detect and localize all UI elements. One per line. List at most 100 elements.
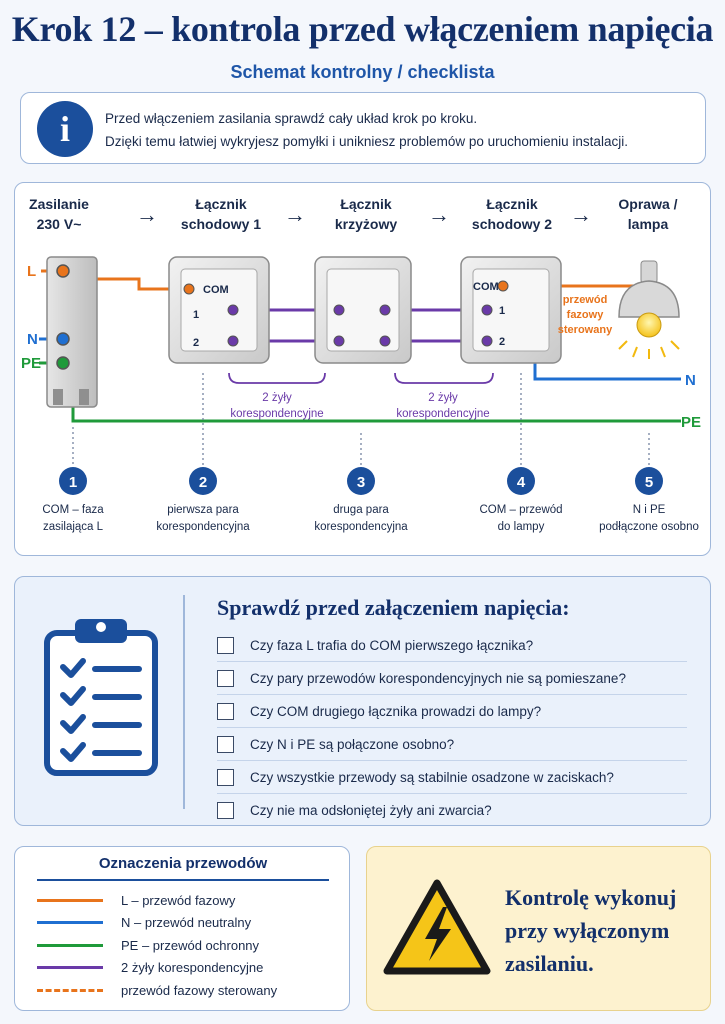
legend-item: 2 żyły korespondencyjne: [37, 957, 277, 980]
label-pair1-2: korespondencyjne: [230, 408, 323, 420]
legend-label: L – przewód fazowy: [121, 892, 236, 908]
switch1-terminal-2: [227, 335, 239, 347]
legend-swatch-earth: [37, 943, 103, 947]
info-text: Przed włączeniem zasilania sprawdź cały …: [105, 107, 628, 153]
step-3-line-1: druga para: [333, 504, 389, 516]
cross-terminal-out-2: [379, 335, 391, 347]
legend-swatch-neutral: [37, 921, 103, 925]
step-2: 2 pierwsza para korespondencyjna: [156, 467, 250, 533]
label-pe-out: PE: [681, 414, 701, 431]
header-lamp-1: Oprawa /: [618, 196, 677, 212]
bracket-pair-1: [228, 372, 326, 384]
checklist-item: Czy faza L trafia do COM pierwszego łącz…: [217, 629, 687, 662]
label-pe: PE: [21, 355, 41, 372]
bracket-pair-2: [394, 372, 494, 384]
legend-label: 2 żyły korespondencyjne: [121, 960, 264, 976]
legend-swatch-controlled: [37, 988, 103, 992]
warning-panel: Kontrolę wykonuj przy wyłączonym zasilan…: [366, 846, 711, 1011]
cross-terminal-out-1: [379, 304, 391, 316]
header-supply-2: 230 V~: [37, 216, 82, 232]
label-n: N: [27, 331, 38, 348]
switch1-label-com: COM: [203, 284, 229, 296]
header-cross-2: krzyżowy: [335, 216, 397, 232]
checklist-item-text: Czy faza L trafia do COM pierwszego łącz…: [250, 637, 534, 653]
header-arrow-4: →: [570, 202, 592, 227]
label-controlled-2: fazowy: [567, 309, 605, 321]
step-1-line-2: zasilająca L: [43, 521, 104, 533]
switch1-label-1: 1: [193, 309, 199, 321]
legend-item: PE – przewód ochronny: [37, 934, 277, 957]
step-3: 3 druga para korespondencyjna: [314, 467, 408, 533]
cross-terminal-in-2: [333, 335, 345, 347]
step-5-line-1: N i PE: [633, 504, 666, 516]
header-supply-1: Zasilanie: [29, 196, 89, 212]
label-controlled-1: przewód: [563, 294, 608, 306]
checklist-item-text: Czy nie ma odsłoniętej żyły ani zwarcia?: [250, 803, 492, 818]
warning-line-1: Kontrolę wykonuj: [505, 885, 677, 910]
checklist-item: Czy COM drugiego łącznika prowadzi do la…: [217, 695, 687, 728]
step-5: 5 N i PE podłączone osobno: [599, 467, 699, 533]
header-switch1-2: schodowy 1: [181, 216, 261, 232]
clipboard-icon: [44, 619, 158, 776]
legend-item: N – przewód neutralny: [37, 912, 277, 935]
checklist-checkbox[interactable]: [217, 802, 234, 819]
info-panel: i Przed włączeniem zasilania sprawdź cał…: [20, 92, 706, 164]
checklist-item-text: Czy N i PE są połączone osobno?: [250, 736, 455, 752]
label-pair2-2: korespondencyjne: [396, 408, 489, 420]
switch2-terminal-com: [497, 280, 509, 292]
switch2-label-com: COM: [473, 281, 499, 293]
staircase-switch-2: [460, 256, 562, 364]
header-switch2-1: Łącznik: [486, 196, 538, 212]
header-arrow-1: →: [136, 202, 158, 227]
header-switch1-1: Łącznik: [195, 196, 247, 212]
switch2-terminal-1: [481, 304, 493, 316]
supply-terminal-l: [56, 264, 70, 278]
header-arrow-3: →: [428, 202, 450, 227]
checklist-item-text: Czy COM drugiego łącznika prowadzi do la…: [250, 703, 542, 719]
warning-line-3: zasilaniu.: [505, 951, 594, 976]
label-pair1-1: 2 żyły: [262, 392, 292, 404]
checklist-panel: Sprawdź przed załączeniem napięcia: Czy …: [14, 576, 711, 826]
label-controlled-3: sterowany: [558, 324, 613, 336]
step-2-number: 2: [199, 474, 207, 491]
switch2-terminal-2: [481, 335, 493, 347]
step-2-line-2: korespondencyjna: [156, 521, 250, 533]
lamp-icon: [618, 260, 680, 359]
wiring-diagram-panel: Zasilanie 230 V~ Łącznik schodowy 1 Łącz…: [14, 182, 711, 556]
step-4-line-2: do lampy: [498, 521, 545, 533]
checklist-checkbox[interactable]: [217, 669, 234, 687]
label-n-out: N: [685, 372, 696, 389]
cross-terminal-in-1: [333, 304, 345, 316]
legend-label: PE – przewód ochronny: [121, 937, 260, 953]
switch1-terminal-com: [183, 283, 195, 295]
checklist-checkbox[interactable]: [217, 735, 234, 753]
checklist-divider: [183, 595, 185, 809]
header-arrow-2: →: [284, 202, 306, 227]
step-4-line-1: COM – przewód: [479, 504, 562, 516]
step-5-number: 5: [645, 474, 653, 491]
wire-earth-run: [71, 405, 681, 423]
legend-label: przewód fazowy sterowany: [121, 982, 278, 998]
checklist-item: Czy wszystkie przewody są stabilnie osad…: [217, 761, 687, 794]
staircase-switch-1: [168, 256, 270, 364]
wiring-diagram: Zasilanie 230 V~ Łącznik schodowy 1 Łącz…: [21, 196, 701, 533]
checklist-checkbox[interactable]: [217, 768, 234, 786]
legend-item: przewód fazowy sterowany: [37, 979, 277, 1002]
wire-neutral-run: [533, 359, 681, 381]
supply-terminal-pe: [56, 356, 70, 370]
info-line-2: Dzięki temu łatwiej wykryjesz pomyłki i …: [105, 134, 628, 149]
header-lamp-2: lampa: [628, 216, 669, 232]
page-title: Krok 12 – kontrola przed włączeniem napi…: [11, 9, 714, 49]
legend-swatch-phase: [37, 898, 103, 902]
checklist-checkbox[interactable]: [217, 636, 234, 654]
step-2-line-1: pierwsza para: [167, 504, 239, 516]
legend-title: Oznaczenia przewodów: [98, 855, 268, 872]
checklist-item: Czy N i PE są połączone osobno?: [217, 728, 687, 761]
checklist-item: Czy pary przewodów korespondencyjnych ni…: [217, 662, 687, 695]
checklist-checkbox[interactable]: [217, 702, 234, 720]
high-voltage-warning-icon: [383, 879, 491, 975]
checklist-item-text: Czy pary przewodów korespondencyjnych ni…: [250, 670, 626, 686]
warning-text: Kontrolę wykonuj przy wyłączonym zasilan…: [505, 881, 676, 980]
legend-swatch-traveler: [37, 966, 103, 970]
info-line-1: Przed włączeniem zasilania sprawdź cały …: [105, 111, 478, 126]
